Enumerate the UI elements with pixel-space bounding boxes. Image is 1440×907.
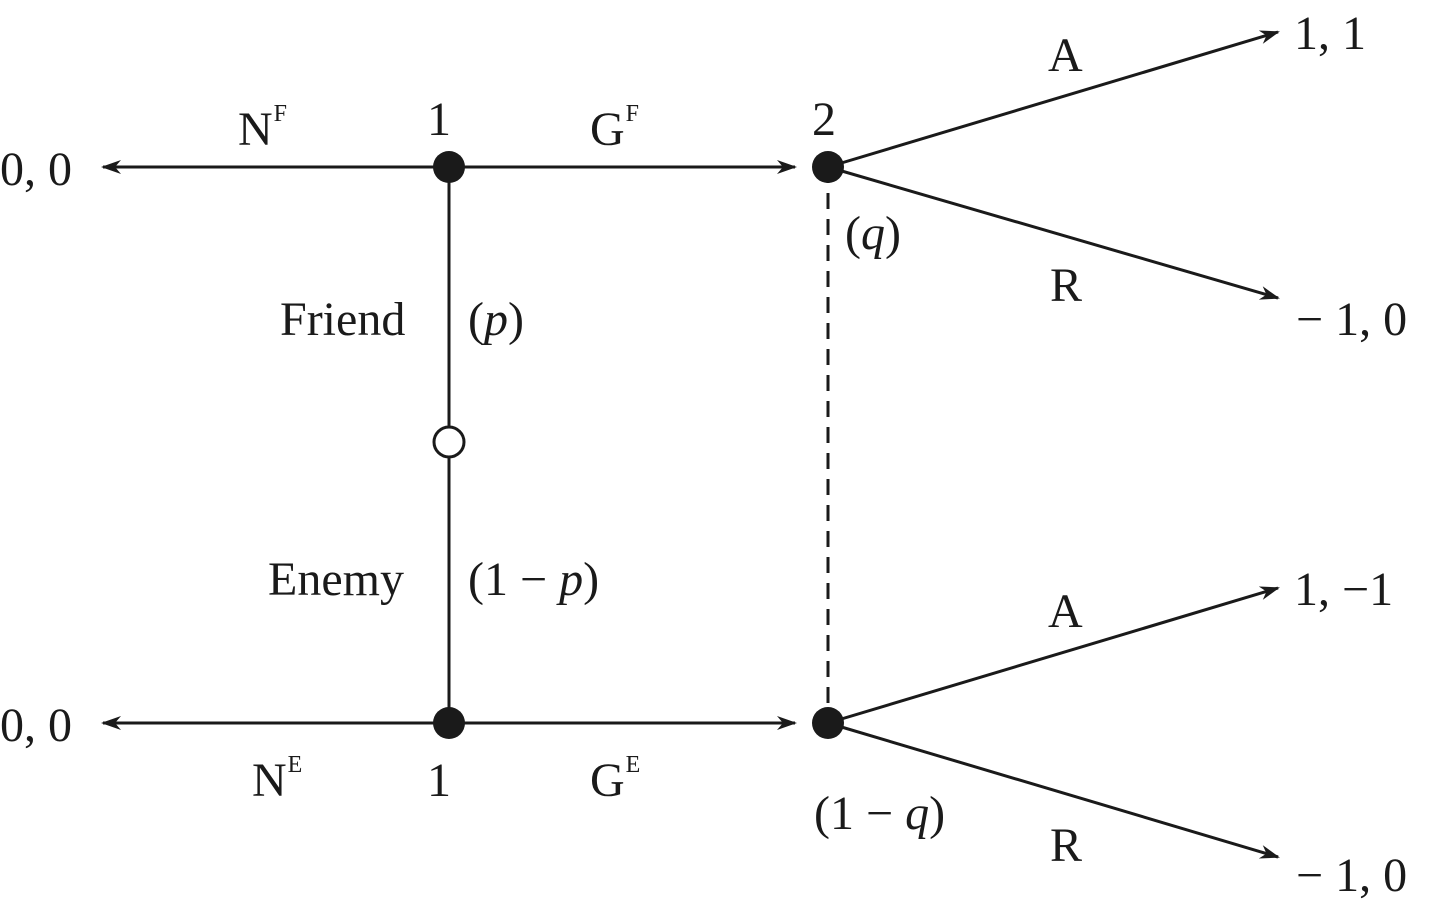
top-reject-edge: [827, 165, 1280, 300]
bottom-gift-label: GE: [590, 752, 641, 807]
top-player1-node: [433, 151, 465, 183]
top-accept-edge: [827, 30, 1280, 169]
enemy-probability: (1 − p): [468, 553, 600, 606]
belief-top-label: (q): [845, 207, 901, 260]
top-gift-label: GF: [590, 101, 640, 156]
bottom-player-label: 1: [427, 754, 451, 807]
payoff-bottom-accept: 1, −1: [1294, 563, 1394, 616]
top-player-label: 1: [427, 93, 451, 146]
payoff-bottom-reject: − 1, 0: [1296, 849, 1408, 902]
bottom-reject-edge: [827, 721, 1280, 859]
bottom-player1-node: [433, 707, 465, 739]
top-accept-label: A: [1048, 29, 1083, 82]
responder-player-label: 2: [812, 93, 836, 146]
payoff-top-reject: − 1, 0: [1296, 293, 1408, 346]
belief-bottom-label: (1 − q): [814, 787, 946, 840]
top-left-payoff: 0, 0: [0, 143, 72, 196]
payoff-top-accept: 1, 1: [1294, 7, 1366, 60]
top-player2-node: [812, 151, 844, 183]
bottom-player2-node: [812, 707, 844, 739]
enemy-label: Enemy: [268, 553, 404, 606]
bottom-left-payoff: 0, 0: [0, 699, 72, 752]
nature-node: [432, 425, 466, 459]
top-reject-label: R: [1050, 259, 1083, 312]
bottom-accept-edge: [827, 586, 1280, 725]
bottom-no-gift-label: NE: [252, 752, 303, 807]
top-no-gift-label: NF: [238, 101, 288, 156]
bottom-reject-label: R: [1050, 819, 1083, 872]
bottom-accept-label: A: [1048, 585, 1083, 638]
friend-label: Friend: [280, 293, 406, 346]
friend-probability: (p): [468, 293, 524, 346]
